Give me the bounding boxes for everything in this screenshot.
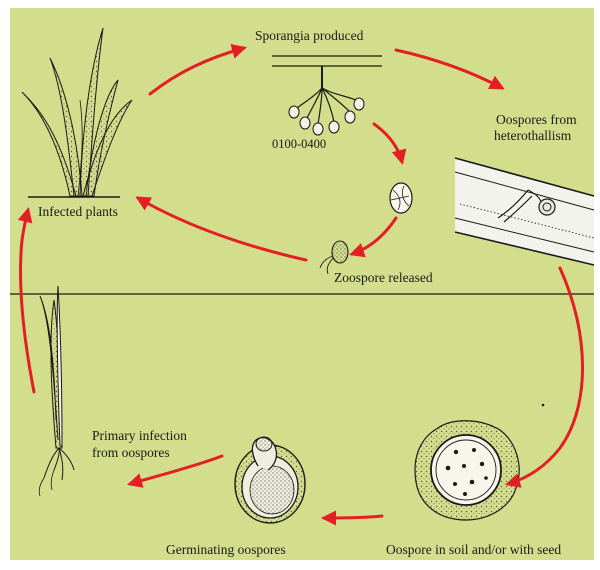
label-from-oospores: from oospores [92, 445, 170, 460]
sporangium-icon [390, 183, 412, 213]
label-oospore-in-soil: Oospore in soil and/or with seed [386, 542, 561, 557]
label-infected-plants: Infected plants [38, 204, 118, 219]
label-oospores-from: Oospores from [496, 112, 577, 127]
label-time-range: 0100-0400 [272, 137, 326, 152]
label-germinating-oospores: Germinating oospores [166, 542, 286, 557]
oospore-icon [415, 421, 519, 520]
label-sporangia-produced: Sporangia produced [255, 28, 363, 43]
label-zoospore-released: Zoospore released [334, 270, 433, 285]
label-heterothallism: heterothallism [494, 128, 571, 143]
label-primary-infection: Primary infection [92, 428, 187, 443]
